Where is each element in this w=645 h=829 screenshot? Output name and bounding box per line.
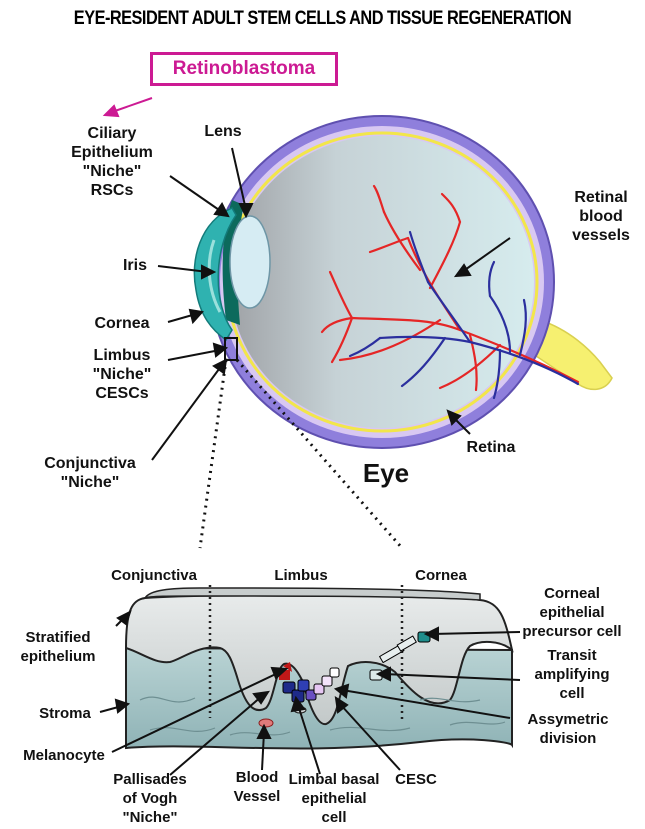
cesc-label: CESC — [388, 770, 444, 789]
pallisades-label: Pallisades of Vogh "Niche" — [104, 770, 196, 827]
ciliary-label: Ciliary Epithelium "Niche" RSCs — [62, 124, 162, 200]
tissue-section — [126, 585, 512, 748]
conjunctiva-niche-label: Conjunctiva "Niche" — [36, 454, 144, 492]
cornea-region-label: Cornea — [402, 566, 480, 585]
limbal-basal-label: Limbal basal epithelial cell — [282, 770, 386, 827]
cornea-label: Cornea — [80, 314, 164, 333]
conjunctiva-region-label: Conjunctiva — [98, 566, 210, 585]
limbus-label: Limbus "Niche" CESCs — [80, 346, 164, 403]
assymetric-label: Assymetric division — [512, 710, 624, 748]
lens-label: Lens — [196, 122, 250, 141]
eye-label: Eye — [356, 458, 416, 488]
corneal-precursor-label: Corneal epithelial precursor cell — [506, 584, 638, 641]
retinal-vessels-label: Retinal blood vessels — [566, 188, 636, 245]
iris-label: Iris — [112, 256, 158, 275]
melanocyte-label: Melanocyte — [14, 746, 114, 765]
retina-label: Retina — [460, 438, 522, 457]
stroma-label: Stroma — [32, 704, 98, 723]
limbus-region-label: Limbus — [264, 566, 338, 585]
transit-label: Transit amplifying cell — [520, 646, 624, 703]
blood-vessel-label: Blood Vessel — [224, 768, 290, 806]
detail-blood-vessel — [259, 719, 273, 727]
stratified-label: Stratified epithelium — [6, 628, 110, 666]
eyeball — [194, 116, 612, 448]
lens — [230, 216, 270, 308]
